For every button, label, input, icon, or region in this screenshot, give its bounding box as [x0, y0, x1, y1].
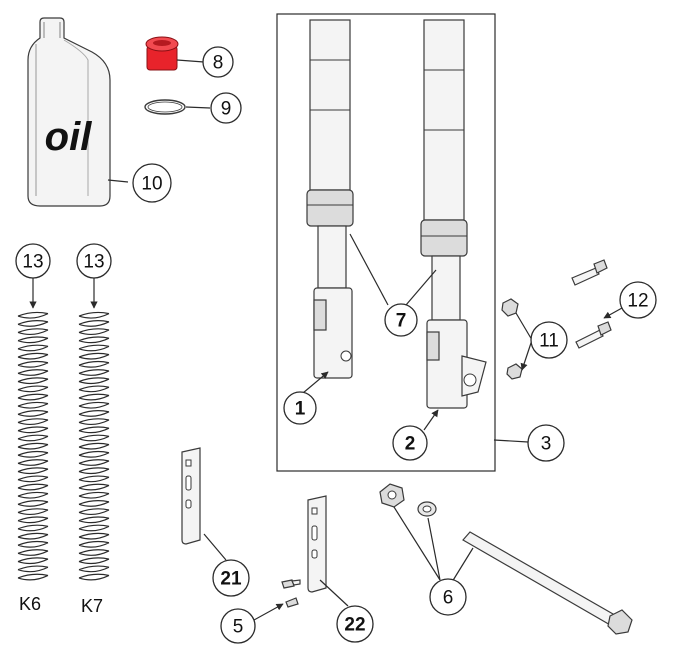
- callout-6-label: 6: [443, 588, 454, 609]
- callout-1-label: 1: [295, 399, 306, 420]
- callout-7: 7: [384, 303, 418, 337]
- callout-13-left-label: 13: [22, 252, 43, 273]
- spring-k7: [78, 311, 110, 581]
- callout-11-label: 11: [539, 331, 559, 352]
- left-fork-leg: [306, 19, 354, 379]
- callout-13-right: 13: [76, 243, 112, 279]
- callout-8-label: 8: [213, 53, 224, 74]
- callout-12: 12: [619, 281, 657, 319]
- washer: [417, 501, 437, 517]
- fork-assembly-frame: [276, 13, 496, 472]
- callout-2: 2: [392, 425, 428, 461]
- oil-bottle: oil: [27, 17, 111, 207]
- o-ring: [144, 99, 186, 115]
- right-fork-leg: [420, 19, 487, 409]
- callout-10-label: 10: [141, 174, 162, 195]
- callout-9: 9: [210, 92, 242, 124]
- callout-12-label: 12: [627, 291, 648, 312]
- spring-label-k6: K6: [19, 594, 41, 614]
- small-screws-5: [281, 579, 301, 608]
- callout-2-label: 2: [405, 434, 416, 455]
- spring-label-k7: K7: [81, 596, 103, 616]
- callout-9-label: 9: [221, 99, 232, 120]
- callout-11: 11: [530, 321, 568, 359]
- axle: [462, 531, 633, 635]
- callout-8: 8: [202, 46, 234, 78]
- nut-11-lower: [506, 363, 523, 380]
- axle-nut: [379, 483, 405, 508]
- callout-6: 6: [429, 578, 467, 616]
- callout-21-label: 21: [220, 569, 242, 590]
- callout-5-label: 5: [233, 617, 244, 638]
- callout-3: 3: [527, 424, 565, 462]
- oil-label: oil: [45, 115, 93, 159]
- callout-5: 5: [220, 608, 256, 644]
- fork-cap: [145, 36, 179, 71]
- bracket-21: [181, 447, 201, 545]
- callout-10: 10: [132, 163, 172, 203]
- screw-12-upper: [571, 259, 608, 286]
- bracket-22: [307, 495, 327, 593]
- spring-k6: [17, 311, 49, 581]
- callout-13-right-label: 13: [83, 252, 104, 273]
- callout-22-label: 22: [344, 615, 365, 636]
- callout-22: 22: [336, 605, 374, 643]
- callout-7-label: 7: [396, 311, 407, 332]
- screw-12-lower: [575, 321, 612, 349]
- callout-21: 21: [212, 559, 250, 597]
- callout-3-label: 3: [541, 434, 552, 455]
- callout-13-left: 13: [15, 243, 51, 279]
- callout-1: 1: [283, 391, 317, 425]
